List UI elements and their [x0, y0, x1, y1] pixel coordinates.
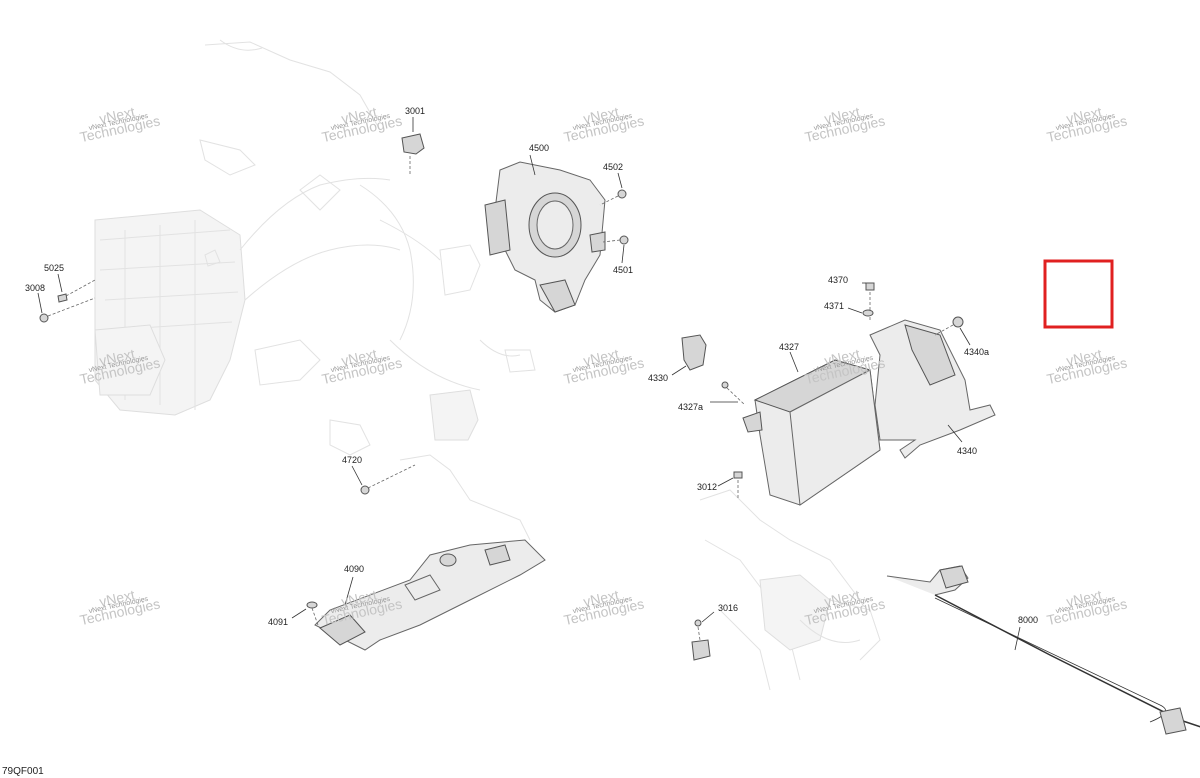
callout-4501: 4501	[613, 265, 633, 275]
watermark-line1: vNext	[98, 587, 136, 610]
watermark: vNext Technologies vNext Technologies	[562, 587, 645, 629]
part-3012-bolt	[717, 471, 743, 500]
callout-3008: 3008	[25, 283, 45, 293]
watermark-line1: vNext	[823, 346, 861, 369]
callout-3012: 3012	[697, 482, 717, 492]
watermark-line1: vNext	[823, 104, 861, 127]
watermark: vNext Technologies vNext Technologies	[803, 104, 886, 146]
callout-4327a: 4327a	[678, 402, 703, 412]
callout-4720: 4720	[342, 455, 362, 465]
watermark: vNext Technologies vNext Technologies	[78, 587, 161, 629]
watermark-line1: vNext	[340, 104, 378, 127]
part-8000-harness	[886, 565, 1200, 735]
watermark-line1: vNext	[98, 104, 136, 127]
callout-4340: 4340	[957, 446, 977, 456]
watermarks: vNext Technologies vNext Technologies vN…	[78, 104, 1128, 629]
part-4327a-fastener	[710, 381, 746, 406]
callout-labels: 3001 4500 4502 4501 5025 3008 4370 4371 …	[25, 106, 1038, 627]
part-5025-bolt	[57, 273, 96, 303]
watermark-line1: vNext	[98, 346, 136, 369]
watermark-line1: vNext	[1065, 587, 1103, 610]
callout-3001: 3001	[405, 106, 425, 116]
part-4327-battery	[742, 351, 881, 506]
part-4720-screw	[351, 464, 416, 495]
callout-8000: 8000	[1018, 615, 1038, 625]
callout-4340a: 4340a	[964, 347, 989, 357]
watermark-line1: vNext	[340, 346, 378, 369]
part-4500-bracket	[484, 154, 606, 313]
part-4340-bracket	[869, 319, 996, 459]
ghost-frame-right	[699, 489, 881, 691]
watermark-line1: vNext	[582, 346, 620, 369]
part-4340a-nut	[934, 316, 971, 346]
watermark: vNext Technologies vNext Technologies	[320, 104, 403, 146]
highlight-box	[1043, 259, 1114, 329]
watermark-line1: vNext	[1065, 346, 1103, 369]
ghost-frame-left	[94, 39, 536, 541]
watermark-line1: vNext	[823, 587, 861, 610]
callout-3016: 3016	[718, 603, 738, 613]
watermark-line1: vNext	[340, 587, 378, 610]
watermark-line1: vNext	[1065, 104, 1103, 127]
watermark-line1: vNext	[582, 587, 620, 610]
watermark: vNext Technologies vNext Technologies	[1045, 346, 1128, 388]
callout-4330: 4330	[648, 373, 668, 383]
part-4370-bolt	[862, 282, 875, 320]
watermark: vNext Technologies vNext Technologies	[1045, 104, 1128, 146]
callout-4090: 4090	[344, 564, 364, 574]
watermark: vNext Technologies vNext Technologies	[78, 104, 161, 146]
watermark: vNext Technologies vNext Technologies	[1045, 587, 1128, 629]
part-4091-clip	[291, 601, 319, 626]
watermark: vNext Technologies vNext Technologies	[562, 346, 645, 388]
callout-5025: 5025	[44, 263, 64, 273]
callout-4371: 4371	[824, 301, 844, 311]
part-4090-tray	[314, 539, 546, 651]
part-3016-clamp	[691, 611, 715, 661]
watermark: vNext Technologies vNext Technologies	[562, 104, 645, 146]
callout-4502: 4502	[603, 162, 623, 172]
watermark-line1: vNext	[582, 104, 620, 127]
part-4501-screw	[602, 235, 629, 264]
watermark: vNext Technologies vNext Technologies	[320, 346, 403, 388]
callout-4091: 4091	[268, 617, 288, 627]
part-3008-screw	[37, 292, 96, 323]
part-4371-washer	[847, 307, 874, 317]
part-4502-bolt	[599, 172, 627, 206]
callout-4500: 4500	[529, 143, 549, 153]
part-3001-connector	[401, 117, 425, 176]
callout-4370: 4370	[828, 275, 848, 285]
figure-code: 79QF001	[2, 766, 44, 777]
callout-4327: 4327	[779, 342, 799, 352]
part-4330-cover	[671, 334, 707, 376]
